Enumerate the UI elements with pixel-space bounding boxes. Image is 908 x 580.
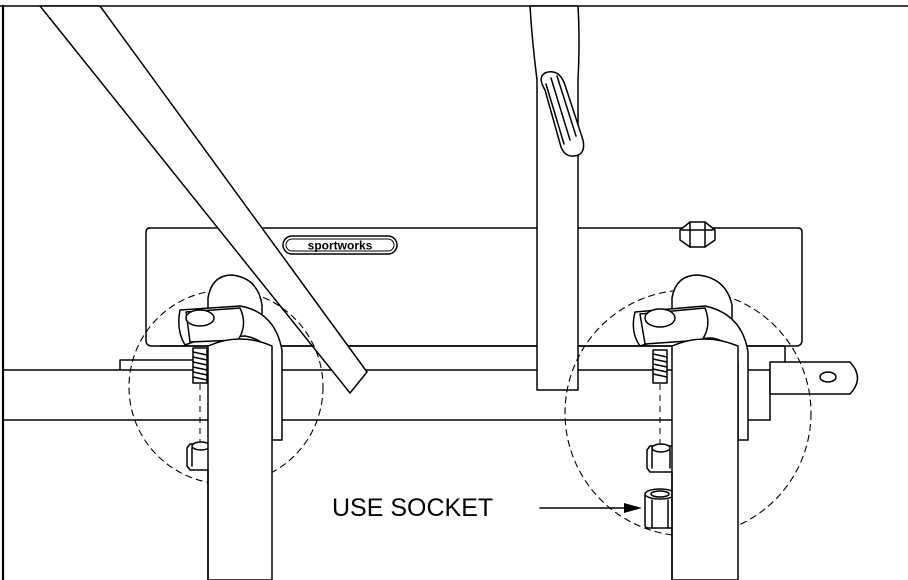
callout-use-socket: USE SOCKET [332,494,642,522]
clamp-left [128,274,324,580]
hex-bolt [679,221,716,248]
diagonal-arm [39,5,368,394]
clamp-right [564,274,812,580]
flange-nut-right [646,443,676,473]
arrow-head-icon [624,503,642,513]
threaded-stud-right [652,349,668,384]
socket [644,488,676,529]
diagram-frame [0,4,908,580]
vertical-arm [529,5,580,391]
mounting-tab-left [119,359,211,371]
mounting-tab-right [769,344,859,395]
logo-text: sportworks [308,239,373,253]
callout-label: USE SOCKET [332,494,493,522]
sportworks-logo: sportworks [282,235,398,255]
knob [540,71,585,157]
threaded-stud-left [192,347,208,384]
